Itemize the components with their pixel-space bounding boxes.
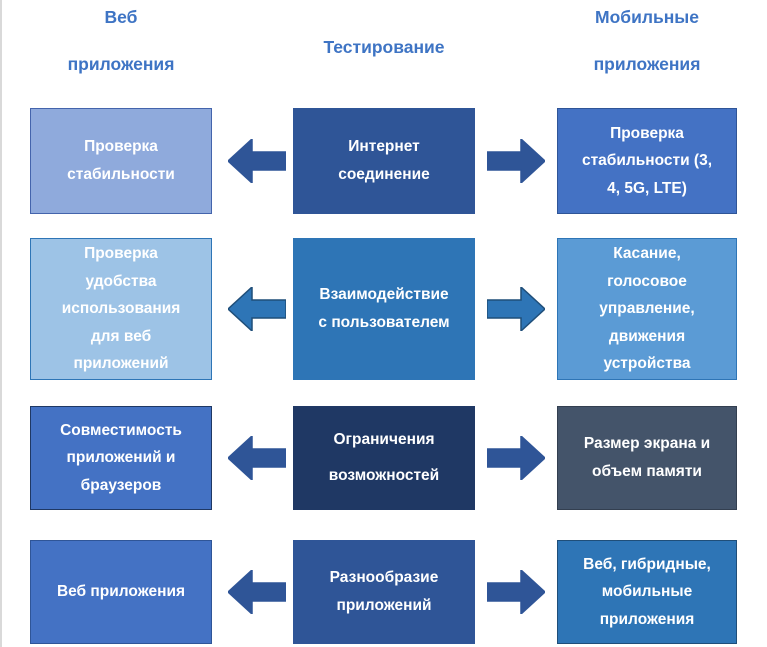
- arrow-right-icon: [487, 436, 545, 480]
- arrow-right-icon: [487, 570, 545, 614]
- box-label: Касание, голосовое управление, движения …: [599, 245, 695, 373]
- box-label: Разнообразие приложений: [329, 569, 439, 614]
- header-web-apps: Веб приложения: [30, 0, 212, 88]
- box-touch-voice-motion: Касание, голосовое управление, движения …: [557, 238, 737, 380]
- box-label: Проверка стабильности (3, 4, 5G, LTE): [581, 124, 713, 197]
- box-capability-limits: Ограничения возможностей: [293, 406, 475, 510]
- arrow-left-icon: [228, 570, 286, 614]
- header-testing: Тестирование: [293, 24, 475, 71]
- box-web-apps: Веб приложения: [30, 540, 212, 644]
- box-screen-size-memory: Размер экрана и объем памяти: [557, 406, 737, 510]
- box-label: Веб, гибридные, мобильные приложения: [583, 555, 711, 628]
- box-usability-web: Проверка удобства использования для веб …: [30, 238, 212, 380]
- header-line: приложения: [67, 54, 175, 74]
- arrow-left-icon: [228, 287, 286, 331]
- arrow-left-icon: [228, 436, 286, 480]
- diagram-row: Проверка удобства использования для веб …: [0, 238, 767, 380]
- diagram-row: Проверка стабильности Интернет соединени…: [0, 108, 767, 214]
- box-user-interaction: Взаимодействие с пользователем: [293, 238, 475, 380]
- box-label: Интернет соединение: [338, 138, 430, 183]
- box-label: Проверка стабильности: [67, 138, 175, 183]
- header-line: Мобильные: [595, 7, 699, 27]
- box-label: Размер экрана и объем памяти: [583, 435, 711, 480]
- box-internet-connection: Интернет соединение: [293, 108, 475, 214]
- diagram-row: Веб приложения Разнообразие приложений В…: [0, 540, 767, 644]
- box-app-browser-compatibility: Совместимость приложений и браузеров: [30, 406, 212, 510]
- box-label: Совместимость приложений и браузеров: [60, 421, 182, 494]
- header-line: Веб: [104, 7, 138, 27]
- left-edge-line: [0, 0, 2, 647]
- arrow-right-icon: [487, 287, 545, 331]
- arrow-right-icon: [487, 139, 545, 183]
- box-app-variety: Разнообразие приложений: [293, 540, 475, 644]
- box-label: Проверка удобства использования для веб …: [61, 245, 181, 373]
- box-stability-check: Проверка стабильности: [30, 108, 212, 214]
- box-web-hybrid-mobile-apps: Веб, гибридные, мобильные приложения: [557, 540, 737, 644]
- box-label: Ограничения возможностей: [328, 430, 440, 484]
- box-stability-3g-4g-5g-lte: Проверка стабильности (3, 4, 5G, LTE): [557, 108, 737, 214]
- arrow-left-icon: [228, 139, 286, 183]
- diagram-row: Совместимость приложений и браузеров Огр…: [0, 406, 767, 510]
- header-mobile-apps: Мобильные приложения: [557, 0, 737, 88]
- box-label: Взаимодействие с пользователем: [318, 286, 450, 331]
- header-line: Тестирование: [323, 37, 445, 57]
- box-label: Веб приложения: [56, 583, 186, 601]
- header-line: приложения: [593, 54, 701, 74]
